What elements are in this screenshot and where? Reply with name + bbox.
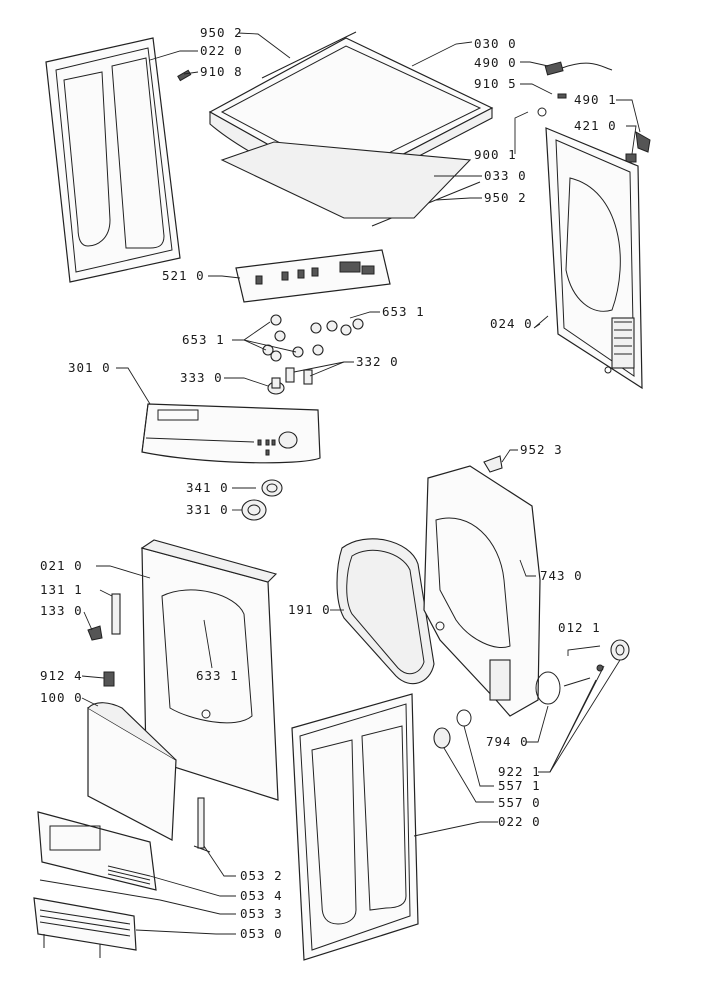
cable-clamp [625,131,651,163]
label-421-0: 421 0 [574,118,617,133]
label-133-0: 133 0 [40,603,83,618]
door-panel [87,702,177,841]
back-panel [545,127,643,390]
label-012-1: 012 1 [558,620,601,635]
cover-insulation-033 [220,141,472,219]
selector-knob [267,367,313,395]
door-latch [87,593,121,641]
label-021-0: 021 0 [40,558,83,573]
label-341-0: 341 0 [186,480,229,495]
buttons-653 [262,314,364,362]
label-743-0: 743 0 [540,568,583,583]
bulb-952-3 [483,455,503,473]
label-131-1: 131 1 [40,582,83,597]
label-794-0: 794 0 [486,734,529,749]
label-633-1: 633 1 [196,668,239,683]
label-033-0: 033 0 [484,168,527,183]
label-653-1-left: 653 1 [182,332,225,347]
knob-parts [241,479,283,521]
label-030-0: 030 0 [474,36,517,51]
side-panel-top [45,37,181,283]
label-100-0: 100 0 [40,690,83,705]
front-panel [140,539,279,801]
label-053-4: 053 4 [240,888,283,903]
label-910-5: 910 5 [474,76,517,91]
control-panel [141,403,321,464]
kickplate-parts [33,797,211,958]
label-022-0-bottom: 022 0 [498,814,541,829]
label-952-3: 952 3 [520,442,563,457]
label-521-0: 521 0 [162,268,205,283]
label-490-1: 490 1 [574,92,617,107]
label-557-0: 557 0 [498,795,541,810]
label-332-0: 332 0 [356,354,399,369]
label-053-2: 053 2 [240,868,283,883]
label-922-1: 922 1 [498,764,541,779]
label-900-1: 900 1 [474,147,517,162]
label-950-2-bottom: 950 2 [484,190,527,205]
seals-557 [433,709,472,749]
label-950-2-top: 950 2 [200,25,243,40]
label-912-4: 912 4 [40,668,83,683]
label-191-0: 191 0 [288,602,331,617]
label-557-1: 557 1 [498,778,541,793]
screw-910-8 [177,69,192,82]
roller-parts [535,639,630,705]
label-053-0: 053 0 [240,926,283,941]
label-333-0: 333 0 [180,370,223,385]
label-053-3: 053 3 [240,906,283,921]
leader-lines [81,32,641,935]
label-490-0: 490 0 [474,55,517,70]
side-panel-bottom [291,693,419,961]
power-cord [537,61,613,117]
label-653-1-right: 653 1 [382,304,425,319]
label-024-0: 024 0 [490,316,533,331]
door-seal [336,538,435,685]
control-board [235,249,391,303]
label-022-0-top: 022 0 [200,43,243,58]
label-910-8: 910 8 [200,64,243,79]
screw-912-4 [103,671,115,687]
label-331-0: 331 0 [186,502,229,517]
label-301-0: 301 0 [68,360,111,375]
front-frame [423,465,541,717]
